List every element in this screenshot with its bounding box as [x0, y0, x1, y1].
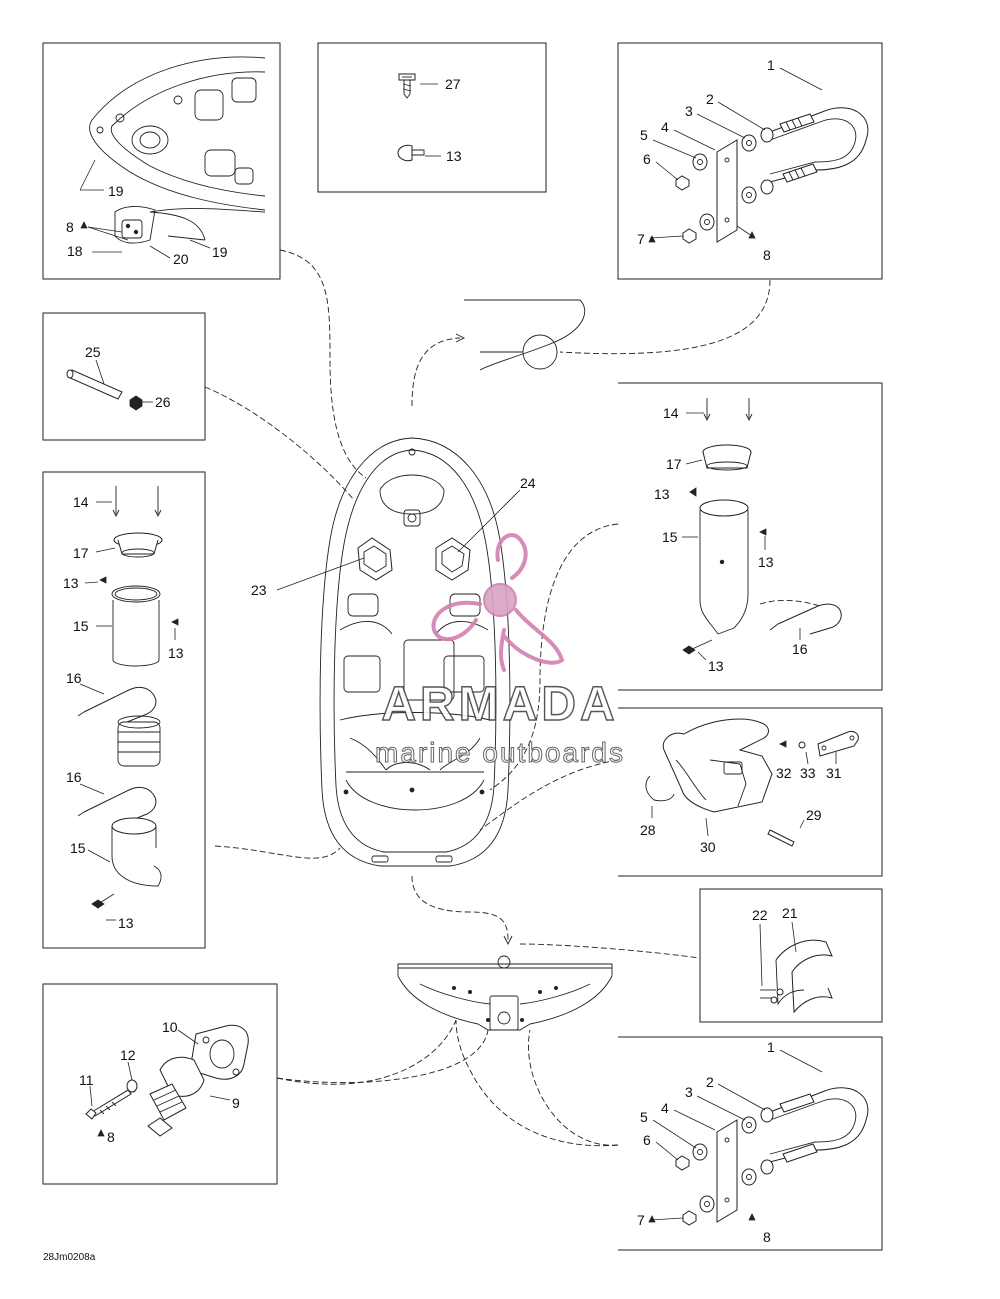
callout-13: 13 [446, 148, 462, 164]
callout-17: 17 [73, 545, 89, 561]
watermark-brand: ARMADA [381, 678, 618, 731]
screw-27-illustration [398, 73, 416, 99]
hull-top-view [319, 437, 511, 867]
callout-7: 7 [637, 1212, 645, 1228]
callout-13: 13 [758, 554, 774, 570]
panel-u-bolt-bottom: 1 2 3 4 5 6 7 8 [618, 1036, 883, 1251]
callout-28: 28 [640, 822, 656, 838]
callout-32: 32 [776, 765, 792, 781]
callout-25: 25 [85, 344, 101, 360]
callout-13: 13 [708, 658, 724, 674]
nozzle-illustration [645, 718, 859, 847]
callout-13: 13 [168, 645, 184, 661]
callout-17: 17 [666, 456, 682, 472]
watermark: ARMADA marine outboards [375, 533, 625, 769]
callout-16: 16 [792, 641, 808, 657]
watermark-logo-icon [431, 533, 565, 672]
front-hull-illustration [89, 56, 266, 244]
callout-15: 15 [662, 529, 678, 545]
duct-right-illustration [682, 398, 842, 655]
callout-15: 15 [73, 618, 89, 634]
callout-5: 5 [640, 1109, 648, 1125]
callout-8: 8 [107, 1129, 115, 1145]
reference-code: 28Jm0208a [43, 1252, 96, 1263]
panel-duct-assembly-right: 14 17 13 15 13 16 13 [618, 382, 883, 691]
panel-drain-plug: 10 12 11 9 8 [42, 983, 278, 1185]
callout-5: 5 [640, 127, 648, 143]
callout-11: 11 [79, 1072, 94, 1088]
u-bolt-top-illustration [648, 107, 869, 244]
pin-25-illustration [66, 369, 143, 411]
callout-2: 2 [706, 1074, 714, 1090]
callout-4: 4 [661, 1100, 669, 1116]
callout-23: 23 [251, 582, 267, 598]
callout-13: 13 [63, 575, 79, 591]
panel-clamp: 22 21 [699, 888, 883, 1023]
callout-6: 6 [643, 151, 651, 167]
callout-26: 26 [155, 394, 171, 410]
callout-3: 3 [685, 103, 693, 119]
u-bolt-bottom-illustration [648, 1087, 869, 1226]
watermark-tagline: marine outboards [375, 737, 625, 768]
duct-left-illustration [77, 486, 179, 909]
panel-pin: 25 26 [42, 312, 206, 441]
callout-8: 8 [763, 247, 771, 263]
callout-16: 16 [66, 769, 82, 785]
callout-8: 8 [763, 1229, 771, 1245]
callout-30: 30 [700, 839, 716, 855]
callout-6: 6 [643, 1132, 651, 1148]
callout-24: 24 [520, 475, 536, 491]
callout-29: 29 [806, 807, 822, 823]
callout-10: 10 [162, 1019, 178, 1035]
callout-1: 1 [767, 57, 775, 73]
connector-lines [204, 249, 771, 1147]
callout-8: 8 [66, 219, 74, 235]
callout-15: 15 [70, 840, 86, 856]
callout-18: 18 [67, 243, 83, 259]
callout-9: 9 [232, 1095, 240, 1111]
callout-13: 13 [654, 486, 670, 502]
callout-3: 3 [685, 1084, 693, 1100]
callout-7: 7 [637, 231, 645, 247]
callout-4: 4 [661, 119, 669, 135]
callout-2: 2 [706, 91, 714, 107]
callout-19: 19 [108, 183, 124, 199]
hull-rear-view [397, 955, 613, 1031]
callout-16: 16 [66, 670, 82, 686]
panel-front-hull-detail: 19 8 18 20 19 [42, 42, 281, 280]
callout-31: 31 [826, 765, 842, 781]
panel-duct-assembly-left: 14 17 13 15 13 16 16 15 13 [42, 471, 206, 949]
callout-20: 20 [173, 251, 189, 267]
callout-21: 21 [782, 905, 798, 921]
callout-33: 33 [800, 765, 816, 781]
clamp-illustration [760, 939, 833, 1014]
rivet-13-illustration [397, 144, 425, 162]
callout-1: 1 [767, 1039, 775, 1055]
callout-22: 22 [752, 907, 768, 923]
callout-19: 19 [212, 244, 228, 260]
callout-12: 12 [120, 1047, 136, 1063]
drain-plug-illustration [85, 1024, 249, 1137]
panel-u-bolt-top: 1 2 3 4 5 6 7 8 [617, 42, 883, 280]
panel-screws: 27 13 [317, 42, 547, 193]
callout-14: 14 [73, 494, 89, 510]
panel-nozzle: 32 33 31 28 30 29 [618, 707, 883, 877]
callout-14: 14 [663, 405, 679, 421]
callout-13: 13 [118, 915, 134, 931]
callout-27: 27 [445, 76, 461, 92]
